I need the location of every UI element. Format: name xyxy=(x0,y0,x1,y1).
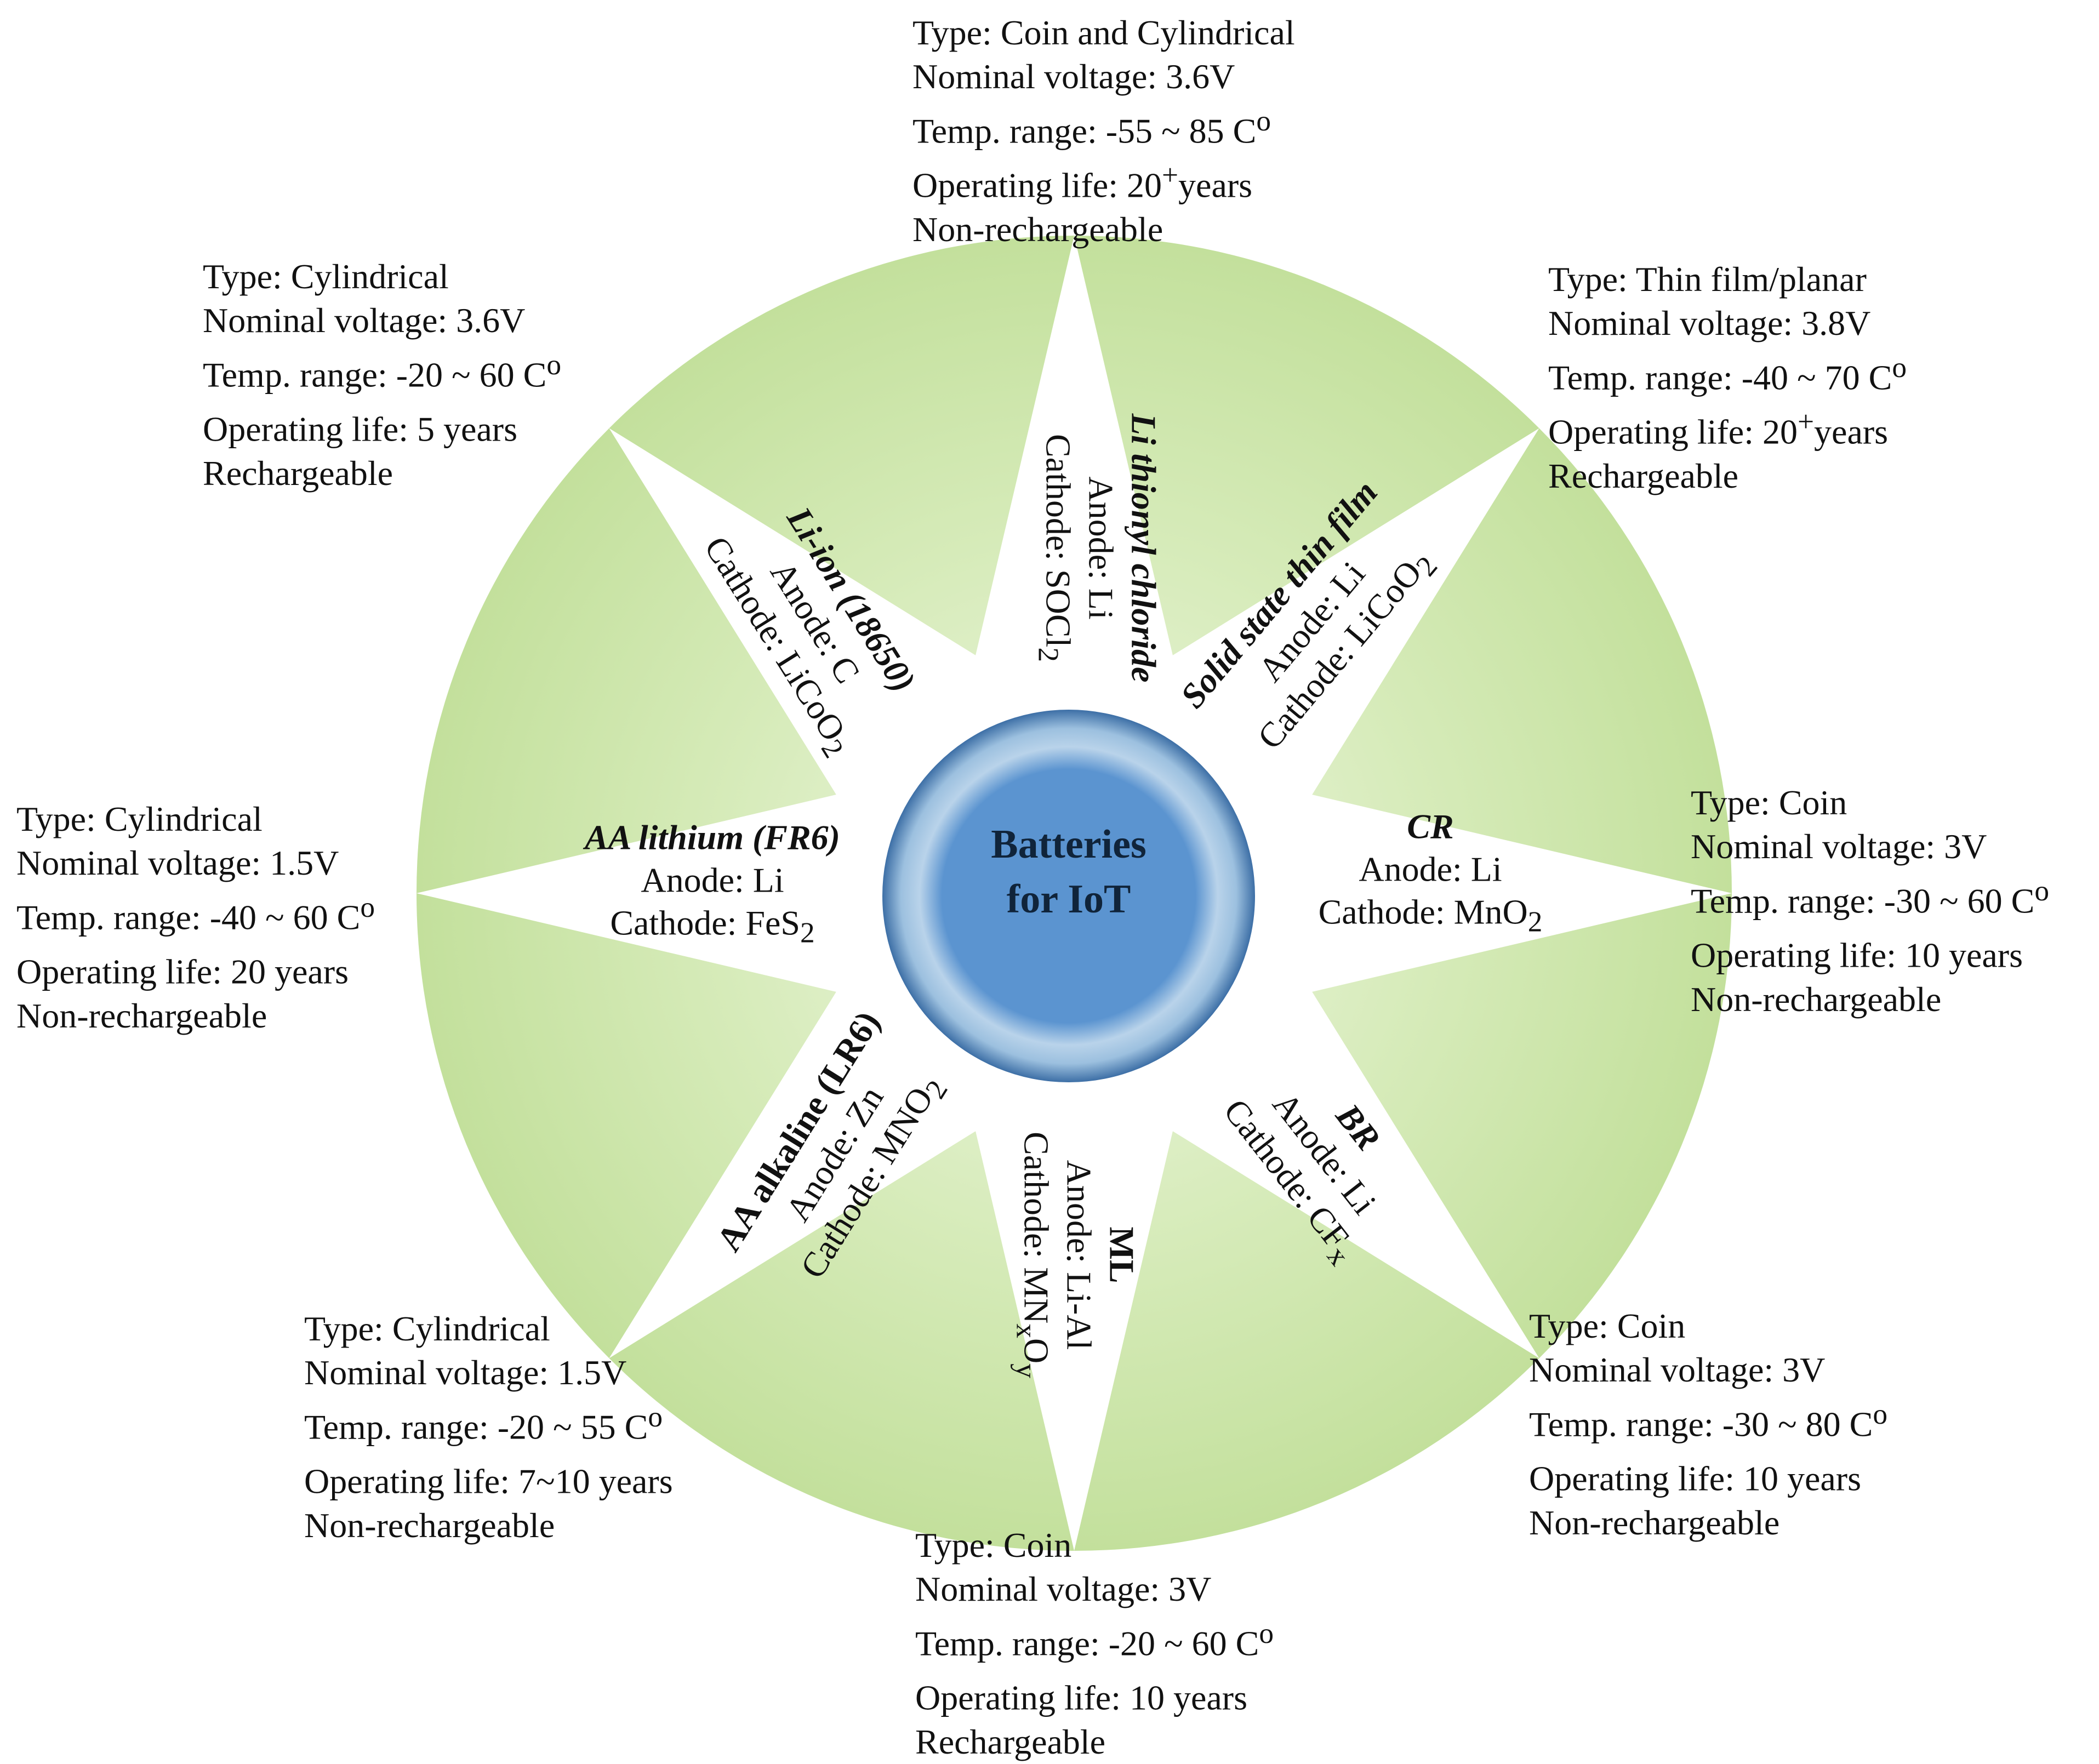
hub: Batteries for IoT xyxy=(882,710,1255,1082)
spec-type: Type: Cylindrical xyxy=(16,800,263,838)
spec-voltage: Nominal voltage: 3.8V xyxy=(1548,304,1871,342)
spec-type: Type: Coin xyxy=(1529,1306,1686,1345)
spec-recharge: Non-rechargeable xyxy=(304,1505,555,1545)
battery-name: AA lithium (FR6) xyxy=(585,818,840,857)
battery-name: Li thionyl chloride xyxy=(1124,413,1163,683)
spec-temp: Temp. range: -20 ~ 55 Co xyxy=(304,1400,663,1447)
cathode-label: Cathode: MNxOy xyxy=(1010,1132,1056,1378)
battery-li-thionyl-chloride: Li thionyl chloride Anode: Li Cathode: S… xyxy=(1028,414,1165,683)
spec-voltage: Nominal voltage: 3V xyxy=(1529,1350,1826,1389)
spec-life: Operating life: 20+years xyxy=(1548,405,1889,452)
spec-voltage: Nominal voltage: 1.5V xyxy=(304,1353,627,1392)
spec-temp: Temp. range: -30 ~ 80 Co xyxy=(1529,1397,1888,1444)
spec-li-thionyl-chloride: Type: Coin and Cylindrical Nominal volta… xyxy=(912,11,1295,252)
battery-cr: CR Anode: Li Cathode: MnO2 xyxy=(1319,806,1543,943)
hub-title-line1: Batteries xyxy=(991,822,1147,867)
spec-recharge: Non-rechargeable xyxy=(1529,1503,1780,1542)
spec-temp: Temp. range: -30 ~ 60 Co xyxy=(1691,874,2050,921)
spec-voltage: Nominal voltage: 3.6V xyxy=(912,57,1235,96)
spec-solid-state-thin-film: Type: Thin film/planar Nominal voltage: … xyxy=(1548,258,1907,498)
anode-label: Anode: Li xyxy=(1359,849,1502,889)
spec-type: Type: Coin and Cylindrical xyxy=(912,13,1295,52)
spec-recharge: Rechargeable xyxy=(1548,456,1739,495)
spec-recharge: Non-rechargeable xyxy=(16,996,267,1035)
cathode-label: Cathode: FeS2 xyxy=(610,903,815,949)
spec-ml: Type: Coin Nominal voltage: 3V Temp. ran… xyxy=(915,1523,1274,1764)
spec-temp: Temp. range: -20 ~ 60 Co xyxy=(915,1617,1274,1663)
hub-circle xyxy=(882,710,1255,1082)
spec-recharge: Rechargeable xyxy=(915,1722,1106,1761)
spec-temp: Temp. range: -40 ~ 70 Co xyxy=(1548,351,1907,397)
spec-life: Operating life: 5 years xyxy=(203,409,517,449)
anode-label: Anode: Li xyxy=(1081,476,1121,620)
spec-type: Type: Cylindrical xyxy=(304,1309,550,1348)
spec-recharge: Non-rechargeable xyxy=(912,209,1163,249)
spec-type: Type: Thin film/planar xyxy=(1548,260,1867,299)
spec-br: Type: Coin Nominal voltage: 3V Temp. ran… xyxy=(1529,1304,1887,1545)
spec-cr: Type: Coin Nominal voltage: 3V Temp. ran… xyxy=(1691,781,2049,1021)
spec-voltage: Nominal voltage: 3.6V xyxy=(203,301,526,340)
spec-temp: Temp. range: -55 ~ 85 Co xyxy=(912,104,1271,151)
spec-temp: Temp. range: -20 ~ 60 Co xyxy=(203,348,562,395)
cathode-label: Cathode: SOCl2 xyxy=(1032,433,1078,662)
spec-life: Operating life: 20 years xyxy=(16,952,349,991)
spec-life: Operating life: 20+years xyxy=(912,158,1253,205)
battery-ml: ML Anode: Li-Al Cathode: MNxOy xyxy=(1006,1132,1143,1378)
spec-aa-lithium: Type: Cylindrical Nominal voltage: 1.5V … xyxy=(16,797,375,1038)
spec-type: Type: Cylindrical xyxy=(203,257,449,296)
spec-type: Type: Coin xyxy=(915,1526,1072,1565)
anode-label: Anode: Li xyxy=(641,860,784,900)
spec-voltage: Nominal voltage: 3V xyxy=(1691,827,1987,866)
spec-life: Operating life: 10 years xyxy=(1529,1459,1861,1498)
spec-voltage: Nominal voltage: 1.5V xyxy=(16,843,339,882)
spec-li-ion: Type: Cylindrical Nominal voltage: 3.6V … xyxy=(203,255,561,495)
spec-voltage: Nominal voltage: 3V xyxy=(915,1569,1212,1608)
spec-type: Type: Coin xyxy=(1691,783,1847,822)
spec-temp: Temp. range: -40 ~ 60 Co xyxy=(16,890,375,937)
battery-name: ML xyxy=(1102,1226,1142,1283)
spec-aa-alkaline: Type: Cylindrical Nominal voltage: 1.5V … xyxy=(304,1307,673,1548)
anode-label: Anode: Li-Al xyxy=(1059,1160,1099,1350)
cathode-label: Cathode: MnO2 xyxy=(1318,892,1543,938)
spec-recharge: Non-rechargeable xyxy=(1691,979,1942,1019)
spec-recharge: Rechargeable xyxy=(203,453,393,493)
battery-name: CR xyxy=(1407,807,1454,846)
spec-life: Operating life: 10 years xyxy=(1691,935,2023,975)
battery-aa-lithium: AA lithium (FR6) Anode: Li Cathode: FeS2 xyxy=(585,817,840,954)
spec-life: Operating life: 7~10 years xyxy=(304,1462,673,1501)
hub-title-line2: for IoT xyxy=(1007,877,1131,922)
spec-life: Operating life: 10 years xyxy=(915,1678,1247,1717)
